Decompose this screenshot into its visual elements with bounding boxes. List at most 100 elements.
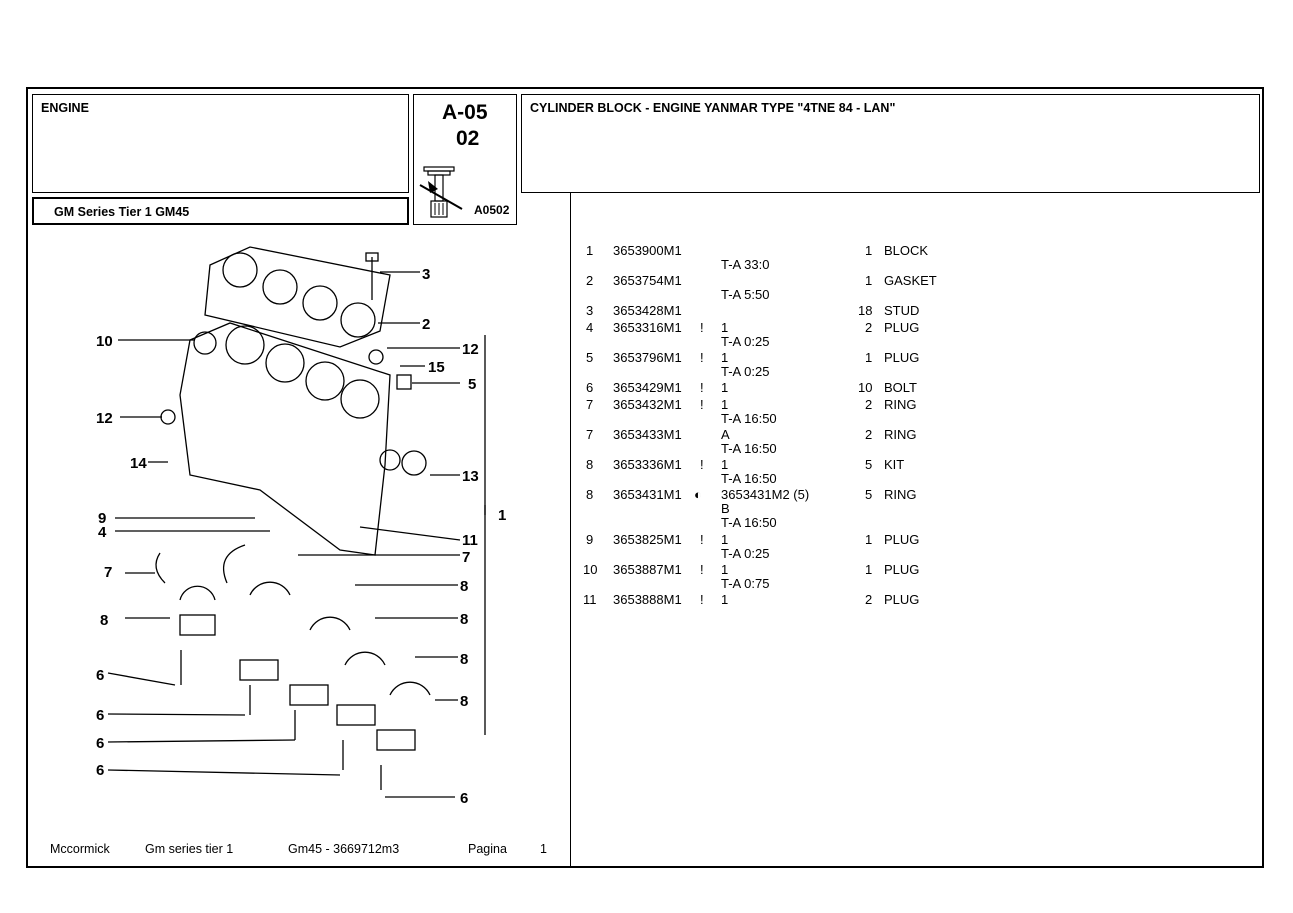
parts-cell-desc: KIT (884, 457, 905, 472)
callout-8b: 8 (100, 612, 108, 629)
callout-6c: 6 (96, 735, 104, 752)
code-main: A-05 (442, 101, 488, 124)
parts-cell-note: T-A 0:25 (721, 334, 770, 349)
footer-page-label: Pagina (468, 842, 507, 856)
parts-cell-qty-note: 1 (721, 320, 729, 335)
parts-cell-desc: PLUG (884, 562, 920, 577)
parts-cell-pos: 7 (586, 397, 594, 412)
parts-cell-pos: 3 (586, 303, 594, 318)
parts-cell-note: T-A 0:25 (721, 364, 770, 379)
callout-12b: 12 (96, 410, 113, 427)
gasket-shape (204, 246, 391, 348)
parts-cell-mark: ! (700, 562, 704, 577)
parts-cell-mark: ! (700, 320, 704, 335)
callout-13: 13 (462, 468, 479, 485)
parts-cell-pos: 8 (586, 487, 594, 502)
parts-cell-desc: RING (884, 427, 917, 442)
footer-page-num: 1 (540, 842, 547, 856)
parts-cell-part: 3653900M1 (613, 243, 682, 258)
parts-cell-mark: ! (700, 592, 704, 607)
parts-cell-desc: PLUG (884, 320, 920, 335)
parts-cell-desc: BLOCK (884, 243, 929, 258)
parts-cell-pos: 10 (583, 562, 598, 577)
parts-cell-qty: 1 (865, 562, 873, 577)
parts-cell-desc: RING (884, 487, 917, 502)
parts-cell-pos: 6 (586, 380, 594, 395)
parts-cell-qty: 5 (865, 457, 873, 472)
callout-9: 9 (98, 510, 106, 527)
parts-cell-note: T-A 16:50 (721, 411, 777, 426)
title-box: CYLINDER BLOCK - ENGINE YANMAR TYPE "4TN… (521, 94, 1260, 193)
parts-cell-qty-note: 1 (721, 457, 729, 472)
parts-cell-note: T-A 16:50 (721, 471, 777, 486)
parts-cell-desc: PLUG (884, 532, 920, 547)
model-label: GM Series Tier 1 GM45 (54, 205, 190, 219)
parts-cell-desc: BOLT (884, 380, 917, 395)
parts-cell-qty-note: 1 (721, 562, 729, 577)
parts-cell-part: 3653887M1 (613, 562, 682, 577)
callout-6b: 6 (96, 707, 104, 724)
callout-14: 14 (130, 455, 147, 472)
callout-5: 5 (468, 376, 476, 393)
parts-cell-part: 3653796M1 (613, 350, 682, 365)
parts-cell-qty-note: 1 (721, 380, 729, 395)
parts-cell-part: 3653432M1 (613, 397, 682, 412)
callout-8d: 8 (460, 651, 468, 668)
parts-cell-part: 3653428M1 (613, 303, 682, 318)
parts-cell-desc: RING (884, 397, 917, 412)
parts-cell-pos: 1 (586, 243, 594, 258)
parts-cell-qty: 1 (865, 273, 873, 288)
parts-cell-part: 3653433M1 (613, 427, 682, 442)
parts-cell-qty-note: A (721, 427, 730, 442)
stud-icon (419, 166, 463, 218)
parts-cell-qty: 18 (858, 303, 873, 318)
parts-cell-pos: 2 (586, 273, 594, 288)
parts-cell-note: T-A 5:50 (721, 287, 770, 302)
group-label: ENGINE (41, 101, 89, 115)
parts-cell-pos: 9 (586, 532, 594, 547)
callout-8e: 8 (460, 693, 468, 710)
parts-cell-qty-note: 1 (721, 532, 729, 547)
column-divider (570, 193, 571, 868)
callout-7b: 7 (104, 564, 112, 581)
callout-8a: 8 (460, 578, 468, 595)
footer-series: Gm series tier 1 (145, 842, 234, 856)
parts-cell-qty: 2 (865, 592, 873, 607)
ref-code: A0502 (474, 203, 510, 217)
parts-cell-note: T-A 33:0 (721, 257, 770, 272)
parts-cell-qty: 1 (865, 350, 873, 365)
footer-model: Gm45 - 3669712m3 (288, 842, 400, 856)
parts-cell-qty-note: 1 (721, 397, 729, 412)
parts-cell-pos: 7 (586, 427, 594, 442)
code-box: A-05 02 A0502 (413, 94, 517, 225)
parts-cell-mark: ! (700, 532, 704, 547)
callout-6e: 6 (460, 790, 468, 807)
callout-15: 15 (428, 359, 445, 376)
callout-2: 2 (422, 316, 430, 333)
callout-6a: 6 (96, 667, 104, 684)
group-box: ENGINE (32, 94, 409, 193)
callout-11: 11 (462, 532, 478, 549)
parts-cell-mark: ! (700, 350, 704, 365)
parts-cell-qty: 5 (865, 487, 873, 502)
parts-cell-note: B (721, 501, 730, 516)
callout-10: 10 (96, 333, 113, 350)
callout-6d: 6 (96, 762, 104, 779)
parts-cell-qty: 2 (865, 320, 873, 335)
parts-cell-pos: 5 (586, 350, 594, 365)
parts-cell-qty-note: 1 (721, 350, 729, 365)
parts-cell-mark: ◐ (694, 487, 702, 502)
exploded-diagram: 3 2 10 12 15 5 12 14 13 1 9 4 11 7 7 8 8… (96, 246, 506, 807)
callout-4: 4 (98, 524, 107, 541)
page-title: CYLINDER BLOCK - ENGINE YANMAR TYPE "4TN… (530, 101, 896, 115)
callout-7a: 7 (462, 549, 470, 566)
page-frame (26, 87, 1264, 868)
parts-cell-part: 3653431M1 (613, 487, 682, 502)
footer-brand: Mccormick (50, 842, 110, 856)
parts-cell-part: 3653825M1 (613, 532, 682, 547)
parts-cell-part: 3653754M1 (613, 273, 682, 288)
parts-cell-note: T-A 0:75 (721, 576, 770, 591)
callout-1: 1 (498, 507, 506, 524)
callout-12a: 12 (462, 341, 479, 358)
parts-cell-qty-note: 3653431M2 (5) (721, 487, 810, 502)
